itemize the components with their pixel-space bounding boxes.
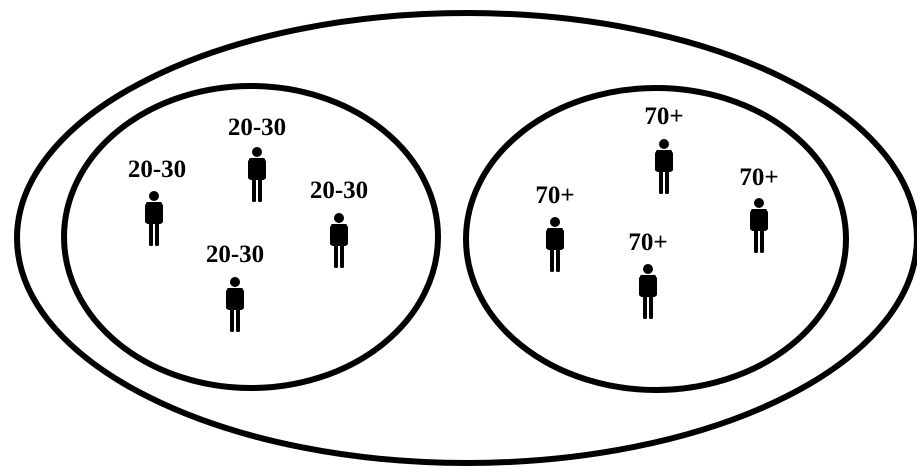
member-age-label: 70+ (535, 182, 574, 209)
person-icon (145, 191, 163, 246)
group-70-plus-ellipse (463, 85, 849, 393)
person-icon (639, 264, 657, 319)
person-icon (655, 139, 673, 194)
member-age-label: 20-30 (128, 156, 186, 183)
person-icon (546, 217, 564, 272)
member-age-label: 20-30 (206, 241, 264, 268)
person-icon (226, 277, 244, 332)
member-age-label: 20-30 (310, 177, 368, 204)
group-20-30-members: 20-30 20-30 20-30 20-30 (128, 114, 368, 332)
person-icon (248, 147, 266, 202)
person-icon (750, 198, 768, 253)
group-20-30-ellipse (61, 83, 441, 391)
member-age-label: 20-30 (228, 114, 286, 141)
member-age-label: 70+ (739, 164, 778, 191)
outer-population-ellipse (14, 10, 917, 466)
group-70-plus-members: 70+ 70+ 70+ 70+ (535, 103, 779, 319)
member-age-label: 70+ (628, 229, 667, 256)
member-age-label: 70+ (644, 103, 683, 130)
person-icon (330, 213, 348, 268)
